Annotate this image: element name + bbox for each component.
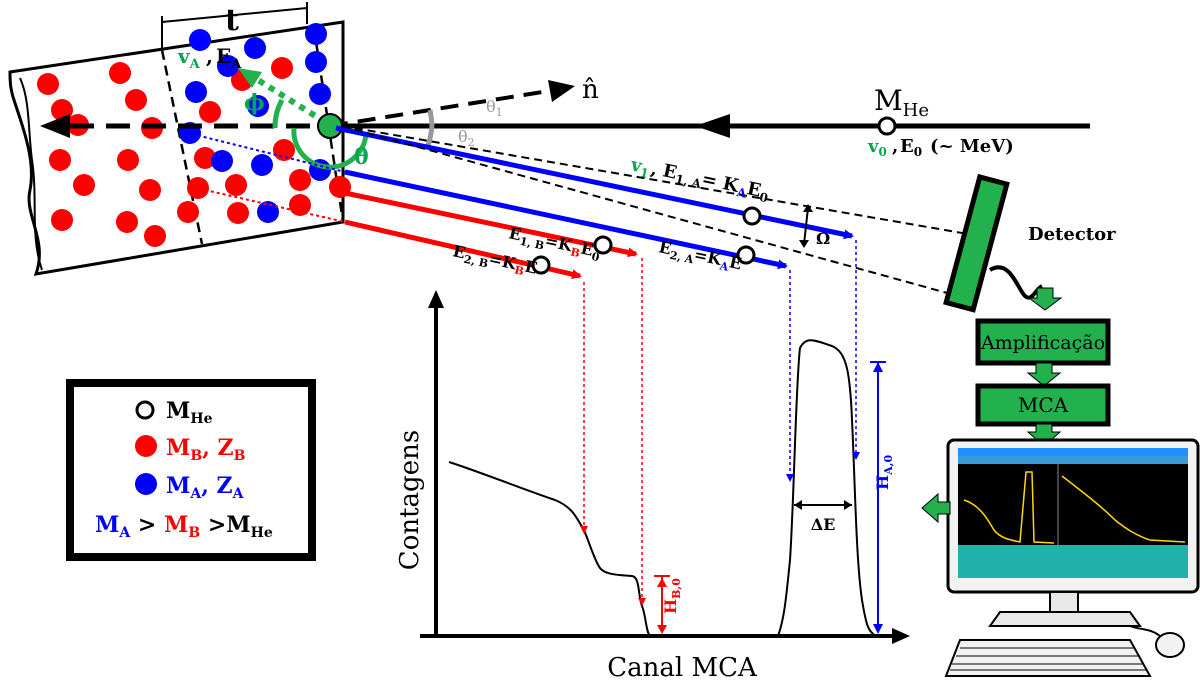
- theta2-arc: [425, 125, 435, 147]
- initial-energy-comma: ,: [892, 136, 898, 157]
- spectrum-x-label: Canal MCA: [607, 653, 758, 683]
- delta-e-label: ΔE: [811, 515, 836, 534]
- amp-to-mca-arrow: [1026, 362, 1062, 387]
- marker-e2b: [531, 255, 551, 275]
- detector: [943, 173, 1010, 313]
- detector-label: Detector: [1028, 224, 1116, 245]
- initial-velocity-label: v0: [867, 136, 887, 159]
- height-b-arrow-top: [657, 578, 667, 587]
- sample: [8, 2, 351, 276]
- screen-toolbar: [958, 456, 1188, 464]
- detector-cone-upper: [341, 125, 969, 235]
- legend-box: [66, 379, 316, 561]
- sample-left-edge-double: [19, 77, 43, 271]
- energy-range-label: (~ MeV): [930, 136, 1014, 157]
- detector-cone-lower: [341, 125, 959, 297]
- recoil-arrowhead: [238, 68, 262, 88]
- normal-vector: [329, 88, 556, 128]
- y-axis-arrow: [428, 290, 444, 308]
- marker-e1a: [742, 206, 762, 226]
- blue-surface-path: [335, 125, 854, 240]
- thickness-label: t: [225, 3, 239, 38]
- legend-a-marker: [135, 473, 157, 495]
- theta1-label: θ1: [486, 97, 503, 119]
- amplifier-box: [975, 318, 1111, 366]
- height-b-label: HB,0: [661, 578, 683, 614]
- projectile-mass-label: MHe: [874, 84, 929, 121]
- recoil-energy-label: EA: [216, 44, 242, 72]
- blue-depth-path: [344, 169, 788, 270]
- spectrum-y-label: Contagens: [395, 430, 425, 570]
- delta-e-arrow-left: [794, 500, 802, 510]
- beam-inside-arrowhead: [40, 114, 70, 138]
- theta-label: θ: [354, 144, 369, 170]
- monitor-base: [988, 611, 1142, 627]
- incident-beam-arrowhead: [695, 114, 730, 138]
- thickness-bar: [161, 7, 308, 23]
- legend-he-marker: [135, 400, 155, 420]
- recoil-direction: [256, 77, 327, 125]
- phi-arc: [272, 98, 285, 129]
- solid-angle-bracket: [803, 207, 809, 245]
- pc-to-spectrum-arrow: [921, 492, 951, 524]
- height-a-arrow-top: [873, 362, 883, 372]
- blue-incoming-depth-dotted: [191, 133, 346, 173]
- e1b-label: E1, B=KBE0: [507, 223, 603, 264]
- legend-he-label: MHe: [166, 398, 213, 427]
- cable-arrow: [1027, 287, 1063, 311]
- recoil-energy-comma: ,: [206, 44, 213, 68]
- keyboard-keys: [950, 647, 1146, 671]
- screen-spectrum-left: [963, 471, 1055, 544]
- normal-arrowhead: [548, 80, 575, 102]
- initial-energy-label: E0: [900, 136, 922, 159]
- solid-angle-arrow-top: [803, 204, 813, 212]
- screen-titlebar: [958, 448, 1188, 456]
- mouse-cable: [1129, 625, 1161, 637]
- e2b-label: E2, B=KBE: [451, 241, 539, 280]
- e2a-label: E2, A=KAE: [657, 237, 744, 276]
- solid-angle-arrow-bottom: [799, 240, 809, 248]
- detector-cable: [988, 265, 1044, 300]
- legend-b-label: MB, ZB: [166, 435, 246, 464]
- phi-label: ϕ: [244, 90, 265, 116]
- keyboard: [944, 639, 1152, 677]
- solid-angle-label: Ω: [816, 229, 830, 248]
- theta2-label: θ2: [458, 127, 475, 149]
- legend-a-label: MA, ZA: [166, 473, 245, 502]
- screen-status-panel: [958, 545, 1188, 578]
- screen-spectrum-right: [1061, 475, 1186, 543]
- height-a-arrow-bottom: [873, 624, 883, 634]
- scattered-velocity-label: v1: [628, 154, 652, 181]
- height-b-arrow-bottom: [657, 625, 667, 634]
- marker-e2a: [736, 245, 756, 265]
- monitor-neck: [1049, 591, 1079, 613]
- x-axis-arrow: [892, 628, 910, 644]
- height-a-label: HA,0: [873, 455, 895, 490]
- mouse: [1155, 632, 1185, 658]
- amplifier-label: Amplificação: [980, 332, 1105, 354]
- recoil-velocity-label: vA: [177, 44, 201, 72]
- projectile-he-marker: [877, 116, 897, 136]
- normal-vector-label: n̂: [582, 75, 599, 105]
- red-surface-path: [344, 190, 638, 258]
- computer: [944, 438, 1200, 677]
- delta-e-arrow-right: [844, 500, 852, 510]
- marker-e1b: [593, 235, 613, 255]
- mca-label: MCA: [1018, 393, 1069, 417]
- legend-relation: MA > MB >MHe: [95, 512, 273, 541]
- theta1-arc: [427, 109, 435, 127]
- scattered-velocity-comma: ,: [649, 158, 660, 180]
- legend-b-marker: [135, 435, 157, 457]
- spectrum-plot: [420, 290, 910, 644]
